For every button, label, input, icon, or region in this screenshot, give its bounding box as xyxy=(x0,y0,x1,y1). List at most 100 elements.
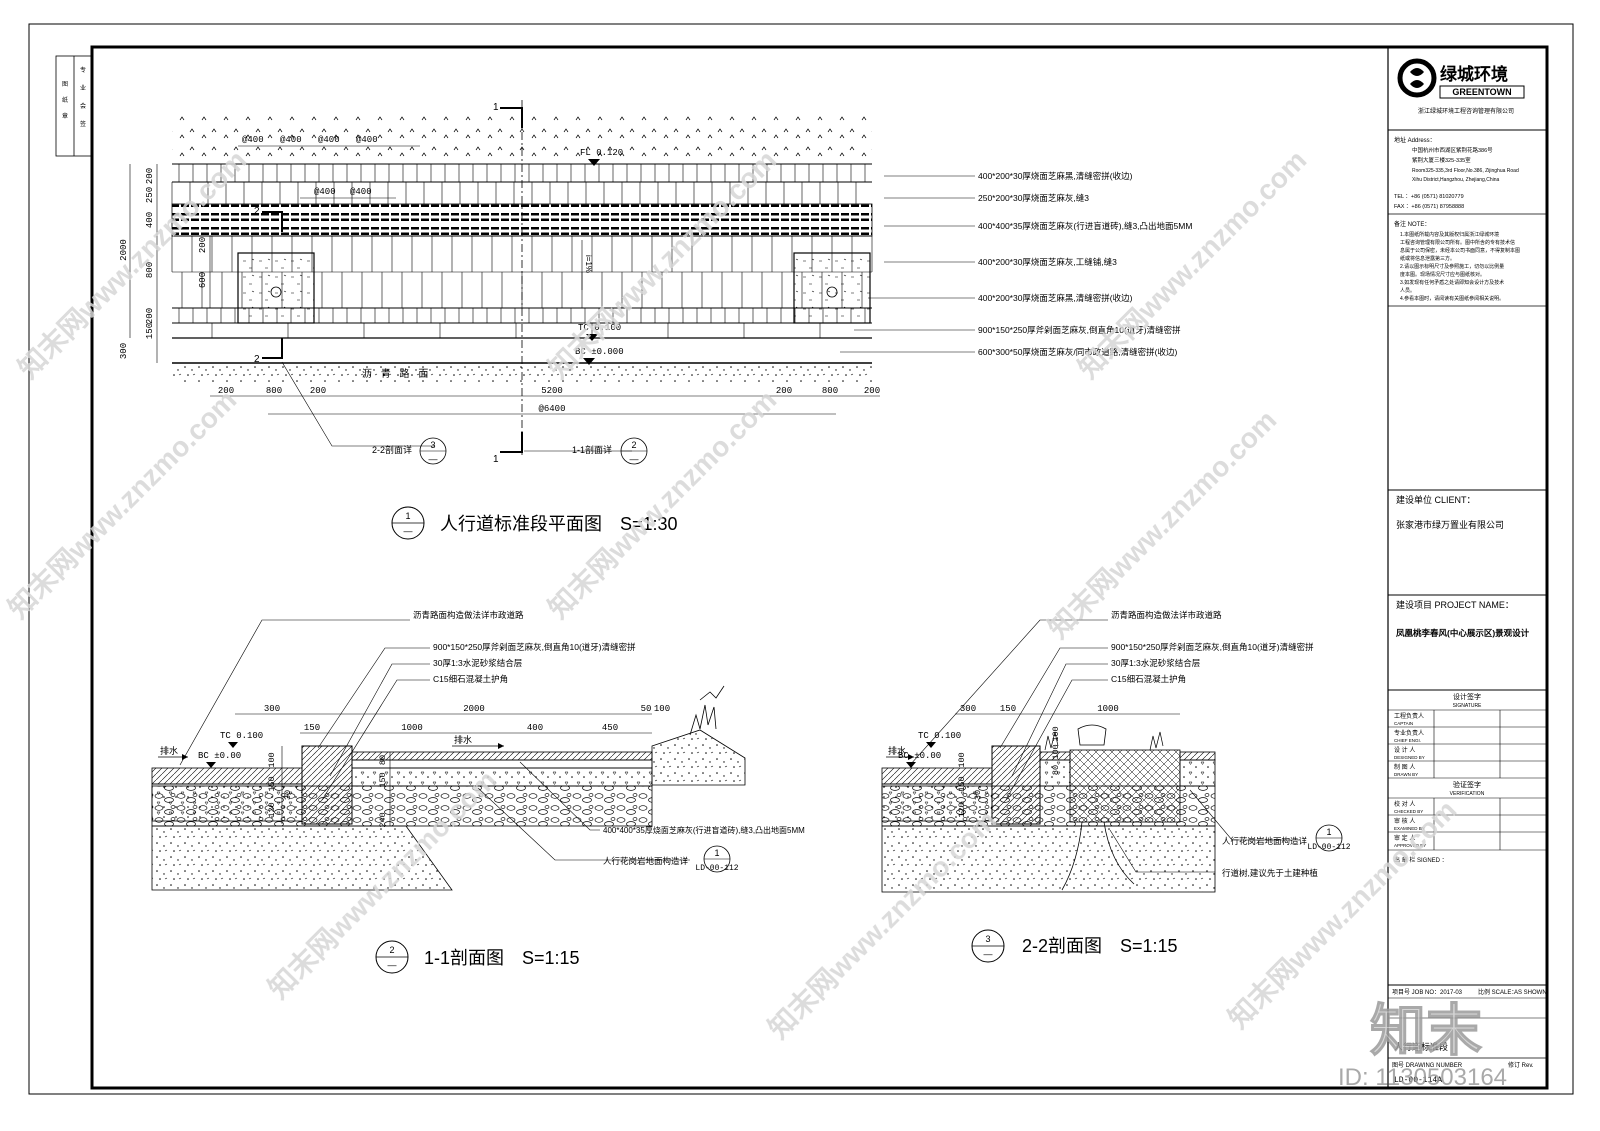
svg-text:C15细石混凝土护角: C15细石混凝土护角 xyxy=(433,674,508,684)
svg-text:Xihu District,Hangzhou, Zhejia: Xihu District,Hangzhou, Zhejiang,China xyxy=(1412,177,1499,183)
svg-text:—: — xyxy=(404,526,413,536)
svg-text:CHECKED BY: CHECKED BY xyxy=(1394,809,1423,814)
svg-text:@400: @400 xyxy=(314,187,336,197)
svg-text:行道树,建议先于土建种植: 行道树,建议先于土建种植 xyxy=(1222,868,1318,878)
svg-text:比例 SCALE：: 比例 SCALE： xyxy=(1478,988,1517,996)
svg-text:@400: @400 xyxy=(280,135,302,145)
side-stamp: 图 纸 章 专 业 会 签 xyxy=(55,55,93,157)
svg-text:专业负责人: 专业负责人 xyxy=(1394,729,1424,737)
svg-text:地址 Address：: 地址 Address： xyxy=(1394,136,1436,144)
svg-text:240: 240 xyxy=(378,812,388,827)
section-2-title: 2-2剖面图 xyxy=(1022,936,1102,956)
svg-text:100: 100 xyxy=(267,752,277,767)
svg-text:知末网www.znzmo.com: 知末网www.znzmo.com xyxy=(542,143,783,384)
svg-text:450: 450 xyxy=(602,723,618,733)
svg-text:150: 150 xyxy=(145,323,155,339)
svg-text:BC ±0.000: BC ±0.000 xyxy=(575,347,624,357)
svg-text:150: 150 xyxy=(957,776,967,791)
svg-text:TEL ：+86 (0571) 81020779: TEL ：+86 (0571) 81020779 xyxy=(1394,194,1464,200)
svg-text:GREENTOWN: GREENTOWN xyxy=(1452,87,1511,97)
svg-text:400*200*30厚烧面芝麻黑,清缝密拼(收边): 400*200*30厚烧面芝麻黑,清缝密拼(收边) xyxy=(978,293,1133,303)
svg-text:900*150*250厚斧剁面芝麻灰,倒直角10(道牙)清缝: 900*150*250厚斧剁面芝麻灰,倒直角10(道牙)清缝密拼 xyxy=(433,642,636,652)
tree-pit-left xyxy=(237,252,315,324)
svg-text:知末: 知末 xyxy=(1370,999,1482,1062)
svg-text:400*200*30厚烧面芝麻黑,清缝密拼(收边): 400*200*30厚烧面芝麻黑,清缝密拼(收边) xyxy=(978,171,1133,181)
svg-text:2: 2 xyxy=(254,206,260,217)
watermark-id: ID: 1130503164 xyxy=(1338,1064,1507,1091)
svg-text:项目号 JOB NO：: 项目号 JOB NO： xyxy=(1392,989,1440,996)
svg-text:人行花岗岩地面构造详: 人行花岗岩地面构造详 xyxy=(603,856,689,866)
svg-text:人行花岗岩地面构造详: 人行花岗岩地面构造详 xyxy=(1222,836,1308,846)
svg-text:1.本图纸所载内容及其版权归属浙江绿城环境: 1.本图纸所载内容及其版权归属浙江绿城环境 xyxy=(1400,231,1499,238)
svg-text:人员。: 人员。 xyxy=(1400,288,1415,294)
svg-text:300: 300 xyxy=(960,704,976,714)
svg-text:400*400*35厚烧面芝麻灰(行进盲道砖),缝3,凸出地: 400*400*35厚烧面芝麻灰(行进盲道砖),缝3,凸出地面5MM xyxy=(603,825,805,835)
svg-text:出 章 栏 SIGNED ：: 出 章 栏 SIGNED ： xyxy=(1394,856,1448,864)
section-1-title: 1-1剖面图 xyxy=(424,948,504,968)
svg-text:FAX ：+86 (0571) 87958888: FAX ：+86 (0571) 87958888 xyxy=(1394,204,1464,210)
plan-view: 1 1 2 2 FL 0.120 TC 0.100 BC ±0.000 i=1%… xyxy=(119,100,1192,540)
inner-frame xyxy=(90,45,1549,1090)
svg-text:业: 业 xyxy=(80,84,86,92)
svg-text:2017-03: 2017-03 xyxy=(1440,990,1463,996)
svg-text:30: 30 xyxy=(283,790,293,800)
svg-text:150: 150 xyxy=(267,776,277,791)
svg-text:300: 300 xyxy=(264,704,280,714)
title-block: 绿城环境 GREENTOWN 浙江绿城环境工程咨询管理有限公司 地址 Addre… xyxy=(1388,58,1547,1085)
svg-text:工程负责人: 工程负责人 xyxy=(1394,712,1424,720)
svg-text:50: 50 xyxy=(641,704,652,714)
svg-text:LD-00-112: LD-00-112 xyxy=(1307,843,1350,852)
svg-text:Room325-335,3rd Floor,No.386,: Room325-335,3rd Floor,No.386, Zijinghua … xyxy=(1412,168,1519,174)
svg-text:纸: 纸 xyxy=(62,96,68,104)
svg-text:200: 200 xyxy=(145,308,155,324)
svg-text:CHIEF ENGI.: CHIEF ENGI. xyxy=(1394,738,1421,743)
svg-text:LD-00-112: LD-00-112 xyxy=(695,864,738,873)
svg-text:签: 签 xyxy=(80,120,86,128)
svg-text:FL 0.120: FL 0.120 xyxy=(580,148,623,158)
svg-text:250: 250 xyxy=(145,187,155,203)
svg-text:知末网www.znzmo.com: 知末网www.znzmo.com xyxy=(2,383,243,624)
tree-pit-right xyxy=(793,252,871,324)
svg-text:BC ±0.00: BC ±0.00 xyxy=(198,751,241,761)
plan-scale: S=1:30 xyxy=(620,514,678,534)
svg-text:1: 1 xyxy=(1326,827,1331,837)
svg-text:TC 0.100: TC 0.100 xyxy=(220,731,263,741)
svg-text:100: 100 xyxy=(1051,726,1061,741)
svg-text:3: 3 xyxy=(430,440,435,450)
svg-text:600: 600 xyxy=(198,272,208,288)
svg-text:验证签字: 验证签字 xyxy=(1453,780,1481,789)
svg-text:修订 Rev.: 修订 Rev. xyxy=(1508,1061,1534,1069)
svg-text:图: 图 xyxy=(62,81,68,88)
watermark-layer: 知末网www.znzmo.com 知末网www.znzmo.com 知末网www… xyxy=(2,143,1507,1091)
svg-text:30: 30 xyxy=(973,790,983,800)
svg-text:2: 2 xyxy=(389,945,394,955)
svg-text:审 定 人: 审 定 人 xyxy=(1394,834,1415,842)
svg-text:900*150*250厚斧剁面芝麻灰,倒直角10(道牙)清缝: 900*150*250厚斧剁面芝麻灰,倒直角10(道牙)清缝密拼 xyxy=(978,325,1181,335)
svg-text:30厚1:3水泥砂浆结合层: 30厚1:3水泥砂浆结合层 xyxy=(433,658,522,668)
svg-text:1: 1 xyxy=(493,454,499,465)
svg-text:150: 150 xyxy=(1000,704,1016,714)
svg-text:审 核 人: 审 核 人 xyxy=(1394,817,1415,825)
plan-title: 人行道标准段平面图 xyxy=(440,514,602,534)
svg-text:2000: 2000 xyxy=(119,239,129,261)
svg-text:1000: 1000 xyxy=(401,723,423,733)
svg-text:—: — xyxy=(630,454,639,464)
svg-text:300: 300 xyxy=(119,343,129,359)
svg-text:400*400*35厚烧面芝麻灰(行进盲道砖),缝3,凸出地: 400*400*35厚烧面芝麻灰(行进盲道砖),缝3,凸出地面5MM xyxy=(978,221,1192,231)
svg-text:2.请以图示标明尺寸及参照施工，切勿以比例量: 2.请以图示标明尺寸及参照施工，切勿以比例量 xyxy=(1400,263,1504,270)
svg-text:2000: 2000 xyxy=(463,704,485,714)
svg-text:i=1%: i=1% xyxy=(584,255,593,273)
svg-text:VERIFICATION: VERIFICATION xyxy=(1450,791,1485,797)
svg-text:中国杭州市西湖区紫荆花路386号: 中国杭州市西湖区紫荆花路386号 xyxy=(1412,146,1493,154)
svg-text:AS SHOWN: AS SHOWN xyxy=(1514,990,1547,996)
svg-text:100: 100 xyxy=(654,704,670,714)
svg-text:200: 200 xyxy=(776,386,792,396)
svg-text:100: 100 xyxy=(957,752,967,767)
svg-text:专: 专 xyxy=(80,66,86,74)
svg-text:备注 NOTE：: 备注 NOTE： xyxy=(1394,220,1430,228)
svg-text:设计签字: 设计签字 xyxy=(1453,692,1481,701)
svg-text:BC ±0.00: BC ±0.00 xyxy=(898,751,941,761)
svg-text:800: 800 xyxy=(822,386,838,396)
svg-text:1: 1 xyxy=(405,511,410,521)
